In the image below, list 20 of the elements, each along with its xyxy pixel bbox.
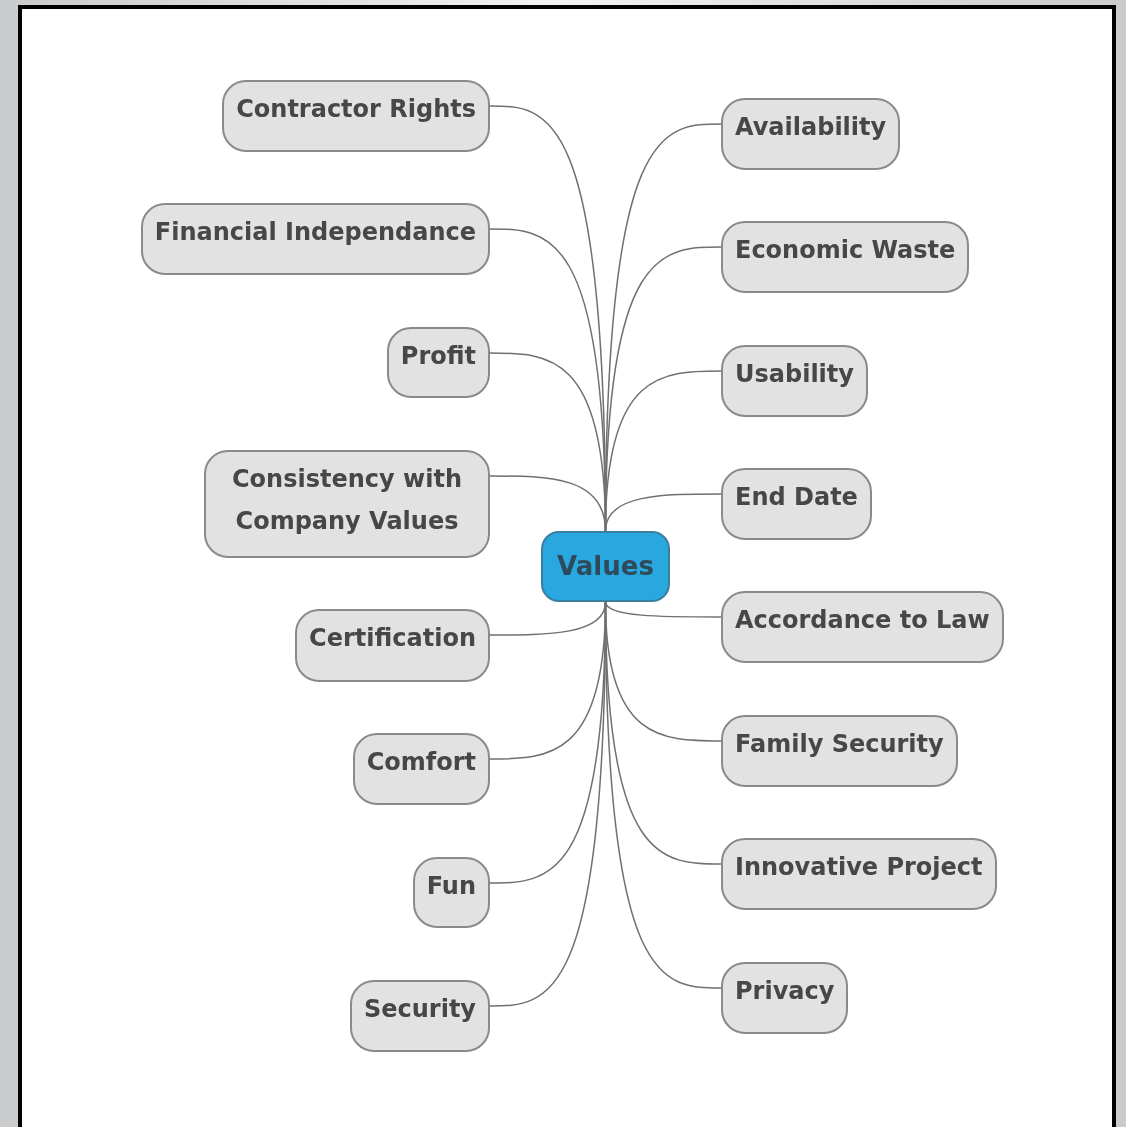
topic-box: Certification xyxy=(295,609,490,682)
topic-box: Accordance to Law xyxy=(721,591,1004,663)
topic-box: Usability xyxy=(721,345,868,417)
connector-line xyxy=(489,601,607,636)
central-topic: Values xyxy=(541,531,670,602)
topic-box: Privacy xyxy=(721,962,849,1034)
topic-box: Availability xyxy=(721,98,901,170)
topic-box: Contractor Rights xyxy=(222,80,490,152)
topic-box: End Date xyxy=(721,468,872,540)
topic-box: Economic Waste xyxy=(721,221,970,293)
topic-box: Consistency with Company Values xyxy=(204,450,490,558)
topic-box: Financial Independance xyxy=(140,203,490,275)
topic-box: Fun xyxy=(412,857,490,928)
connector-line xyxy=(604,601,722,618)
topic-box: Profit xyxy=(386,327,490,398)
topic-box: Innovative Project xyxy=(721,838,997,910)
topic-box: Family Security xyxy=(721,715,958,787)
connector-line xyxy=(604,493,722,532)
topic-box: Security xyxy=(349,980,490,1052)
topic-box: Comfort xyxy=(352,733,490,805)
